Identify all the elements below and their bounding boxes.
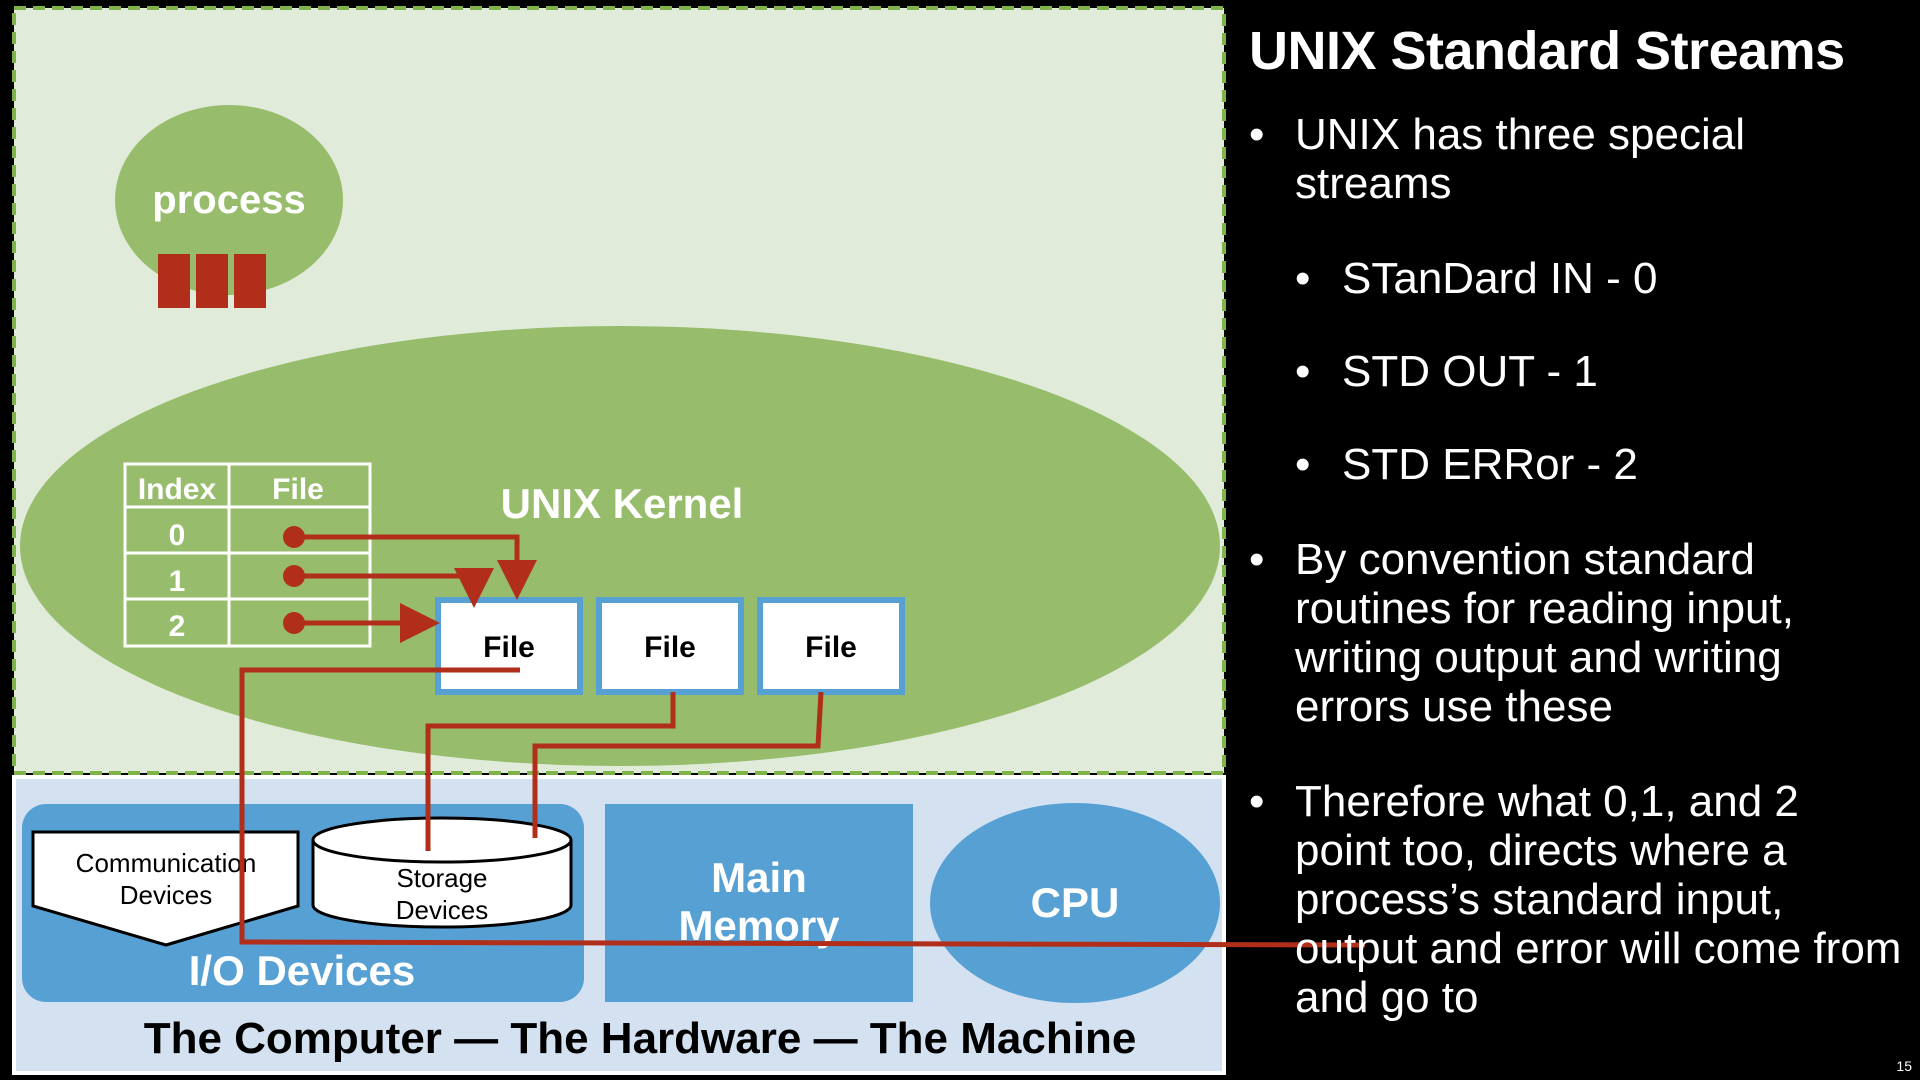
storage-devices-shape [311,840,573,929]
fd-table-header-file: File [272,473,324,506]
fd-index-1: 1 [169,565,186,598]
file-box-2-label: File [644,631,696,664]
file-box-1-label: File [483,631,535,664]
bullet-text: By convention standard routines for read… [1295,535,1794,731]
fd-index-0: 0 [169,519,186,552]
process-fd-block [158,254,190,308]
kernel-label: UNIX Kernel [501,480,744,527]
page-number: 15 [1896,1058,1912,1074]
cpu-ellipse [930,803,1220,1003]
bullet-subitem: • STD OUT - 1 [1245,347,1905,396]
bullet-subitem: • STD ERRor - 2 [1245,440,1905,489]
communication-devices-shape [31,830,300,947]
cpu-label: CPU [1031,879,1120,926]
file-box-3 [757,597,905,695]
process-fd-block [196,254,228,308]
fd-table-header-index: Index [138,473,217,506]
fd-index-2: 2 [169,610,186,643]
process-fd-block [234,254,266,308]
bullet-panel: UNIX Standard Streams • UNIX has three s… [1245,20,1905,1022]
bullet-item: • By convention standard routines for re… [1245,535,1905,731]
storage-devices-label-line1: Storage [396,863,487,893]
bullet-dot: • [1295,440,1311,489]
storage-devices-top [311,816,573,864]
process-bubble [115,105,343,295]
file-box-2 [596,597,744,695]
bullet-item: • Therefore what 0,1, and 2 point too, d… [1245,777,1905,1022]
slide-title: UNIX Standard Streams [1249,21,1845,81]
bullet-text: Therefore what 0,1, and 2 point too, dir… [1295,777,1902,1022]
storage-devices-label-line2: Devices [396,895,488,925]
fd-table [123,462,372,648]
main-memory-box [605,804,913,1002]
fd-pointer-arrows [283,526,537,643]
communication-devices-label-line1: Communication [76,848,257,878]
bullet-dot: • [1295,254,1311,303]
bullet-dot: • [1295,347,1311,396]
bullet-dot: • [1249,535,1265,584]
device-connection-lines [239,667,1366,948]
process-label: process [152,178,305,222]
file-box-1 [435,597,583,695]
bullet-item: • UNIX has three special streams [1245,110,1905,208]
bullet-dot: • [1249,110,1265,159]
bullet-text: STD ERRor - 2 [1342,440,1638,489]
file-box-3-label: File [805,631,857,664]
hardware-caption: The Computer — The Hardware — The Machin… [144,1014,1137,1063]
communication-devices-label-line2: Devices [120,880,212,910]
bullet-subitem: • STanDard IN - 0 [1245,254,1905,303]
bullet-text: STanDard IN - 0 [1342,254,1658,303]
io-devices-label: I/O Devices [189,947,415,994]
bullet-text: UNIX has three special streams [1295,110,1745,208]
main-memory-label-line1: Main [711,854,807,901]
bullet-text: STD OUT - 1 [1342,347,1598,396]
bullet-dot: • [1249,777,1265,826]
kernel-ellipse [20,326,1220,766]
